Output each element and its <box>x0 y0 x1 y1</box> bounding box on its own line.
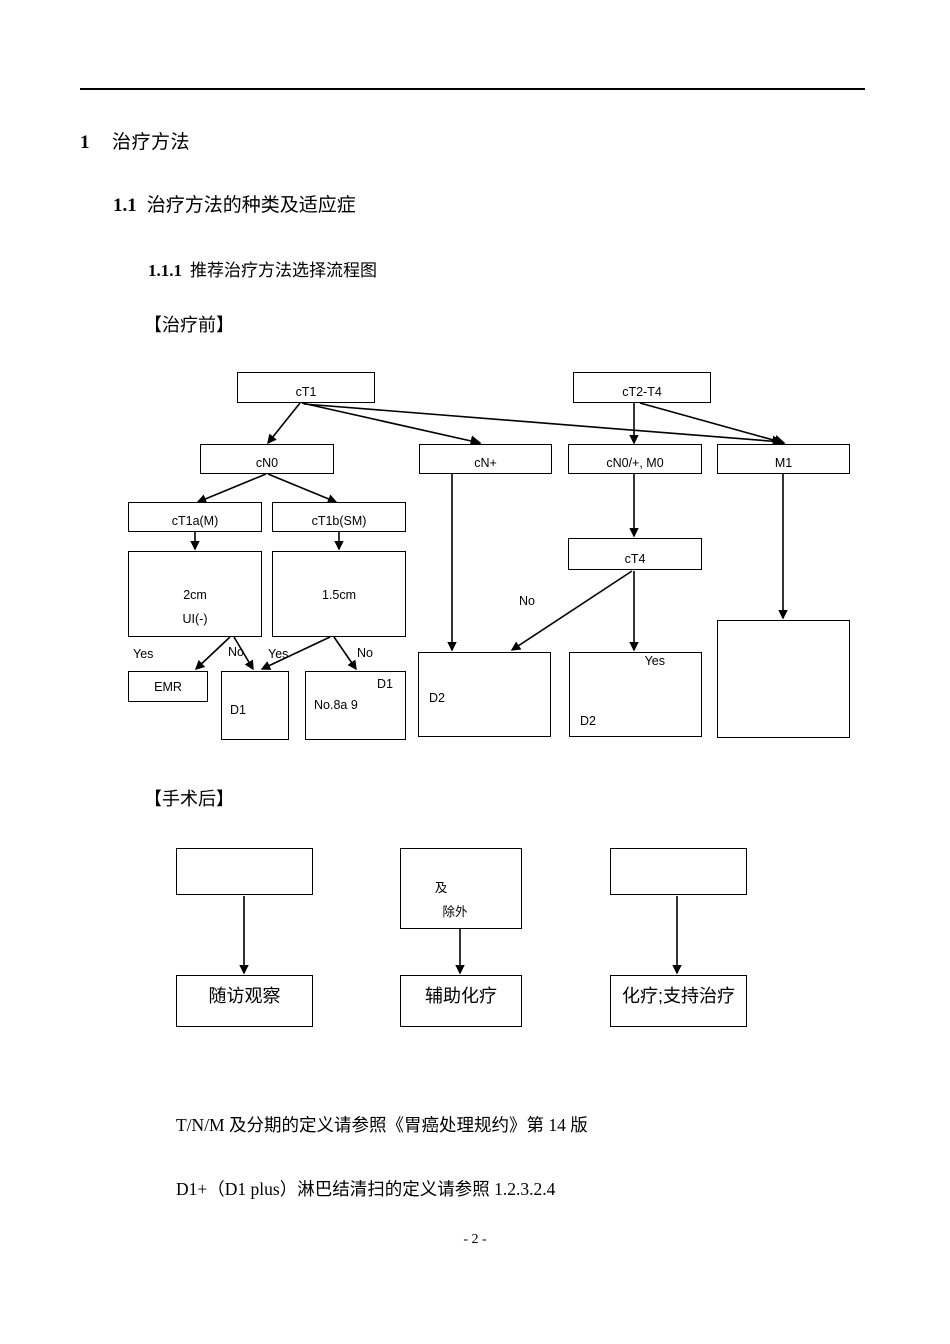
node-post-followup-result-label: 随访观察 <box>208 986 281 1006</box>
node-d2-left-label: D2 <box>429 691 445 705</box>
section-label-pre-treatment: 【治疗前】 <box>144 315 234 335</box>
node-m1-label: M1 <box>774 456 793 470</box>
node-ct4-label: cT4 <box>624 552 646 566</box>
node-d2-yes[interactable]: Yes D2 <box>569 652 702 737</box>
heading-2-number: 1.1 <box>113 195 137 216</box>
node-criteria-2cm-size: 2cm <box>183 588 207 602</box>
node-ct1a[interactable]: cT1a(M) <box>128 502 262 532</box>
node-cn0-label: cN0 <box>255 456 279 470</box>
node-emr[interactable]: EMR <box>128 671 208 702</box>
heading-level-2: 1.1 治疗方法的种类及适应症 <box>113 190 356 217</box>
edge-label-no-1: No <box>228 645 244 659</box>
node-post-adjuvant-top-line2: 除外 <box>442 905 468 919</box>
node-d1-no8a-stations: No.8a 9 <box>314 698 358 712</box>
node-ct1[interactable]: cT1 <box>237 372 375 403</box>
node-cn-plus[interactable]: cN+ <box>419 444 552 474</box>
node-cn0-m0-label: cN0/+, M0 <box>606 456 664 470</box>
node-criteria-2cm[interactable]: 2cm UI(-) <box>128 551 262 637</box>
edge-label-no-ct4: No <box>519 594 535 608</box>
node-d2-yes-label: Yes <box>644 654 665 668</box>
node-criteria-1-5cm[interactable]: 1.5cm <box>272 551 406 637</box>
node-emr-label: EMR <box>154 679 182 694</box>
node-post-followup-result[interactable]: 随访观察 <box>176 975 313 1027</box>
node-cn-plus-label: cN+ <box>474 456 497 470</box>
heading-2-text: 治疗方法的种类及适应症 <box>146 195 356 216</box>
node-cn0-m0[interactable]: cN0/+, M0 <box>568 444 702 474</box>
heading-3-number: 1.1.1 <box>148 261 182 280</box>
heading-level-3: 1.1.1 推荐治疗方法选择流程图 <box>148 256 377 281</box>
heading-1-text: 治疗方法 <box>112 132 191 153</box>
node-criteria-1-5cm-size: 1.5cm <box>321 588 357 602</box>
node-d2-yes-dissection: D2 <box>580 714 596 728</box>
node-ct1-label: cT1 <box>295 385 317 399</box>
node-ct4[interactable]: cT4 <box>568 538 702 570</box>
node-post-adjuvant-top[interactable]: 及 除外 <box>400 848 522 929</box>
node-cn0[interactable]: cN0 <box>200 444 334 474</box>
node-d1[interactable]: D1 <box>221 671 289 740</box>
section-label-post-surgery: 【手术后】 <box>144 789 234 809</box>
node-ct1a-label: cT1a(M) <box>171 514 219 528</box>
node-ct1b[interactable]: cT1b(SM) <box>272 502 406 532</box>
node-post-chemo-top[interactable] <box>610 848 747 895</box>
node-m1-treatment[interactable] <box>717 620 850 738</box>
heading-level-1: 1 治疗方法 <box>80 127 190 154</box>
page-number: - 2 - <box>463 1232 487 1247</box>
node-d1-label: D1 <box>230 703 246 717</box>
edge-label-yes-1: Yes <box>133 647 154 661</box>
node-d1-no8a[interactable]: D1 No.8a 9 <box>305 671 406 740</box>
header-rule <box>80 88 865 90</box>
node-d1-no8a-label: D1 <box>377 677 393 691</box>
node-ct1b-label: cT1b(SM) <box>311 514 367 528</box>
heading-1-number: 1 <box>80 132 90 153</box>
node-post-followup-top[interactable] <box>176 848 313 895</box>
node-post-chemo-result[interactable]: 化疗;支持治疗 <box>610 975 747 1027</box>
node-post-adjuvant-result[interactable]: 辅助化疗 <box>400 975 522 1027</box>
node-d2-left[interactable]: D2 <box>418 652 551 737</box>
node-post-adjuvant-result-label: 辅助化疗 <box>425 986 497 1006</box>
node-m1[interactable]: M1 <box>717 444 850 474</box>
edge-label-no-2: No <box>357 646 373 660</box>
node-post-adjuvant-top-line1: 及 <box>434 881 448 895</box>
edge-label-yes-2: Yes <box>268 647 289 661</box>
node-criteria-2cm-ulceration: UI(-) <box>182 612 208 626</box>
footnote-tnm-staging: T/N/M 及分期的定义请参照《胃癌处理规约》第 14 版 <box>176 1115 588 1135</box>
node-ct2-t4[interactable]: cT2-T4 <box>573 372 711 403</box>
node-post-chemo-result-label: 化疗;支持治疗 <box>621 986 735 1006</box>
heading-3-text: 推荐治疗方法选择流程图 <box>190 261 377 280</box>
footnote-d1-plus: D1+（D1 plus）淋巴结清扫的定义请参照 1.2.3.2.4 <box>176 1179 556 1199</box>
node-ct2-t4-label: cT2-T4 <box>622 385 662 399</box>
